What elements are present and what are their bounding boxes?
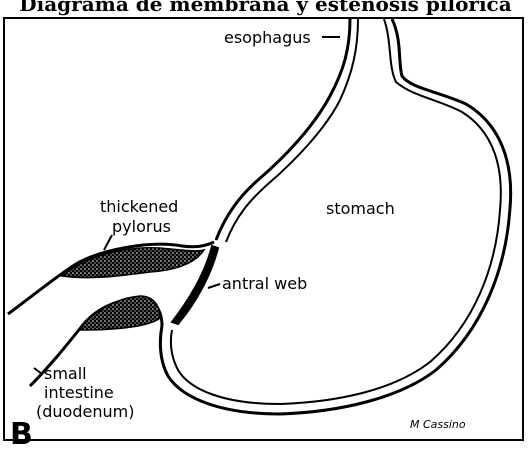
small-intestine-leader [34, 368, 42, 374]
antral-web-label: antral web [222, 274, 307, 293]
thickened-pylorus-label-line2: pylorus [112, 217, 171, 236]
stomach-label: stomach [326, 199, 395, 218]
thickened-pylorus-leader [104, 235, 112, 250]
thickened-pylorus-label-line1: thickened [100, 197, 178, 216]
thickened-pylorus-lower [80, 296, 160, 330]
panel-letter: B [10, 420, 33, 450]
antral-web-leader [208, 284, 220, 288]
artist-signature: M Cassino [410, 418, 466, 431]
esophagus-label: esophagus [224, 28, 311, 47]
small-intestine-label-line3: (duodenum) [36, 402, 134, 421]
thickened-pylorus-upper [62, 248, 204, 278]
small-intestine-label-line2: intestine [44, 383, 114, 402]
small-intestine-label-line1: small [44, 364, 87, 383]
